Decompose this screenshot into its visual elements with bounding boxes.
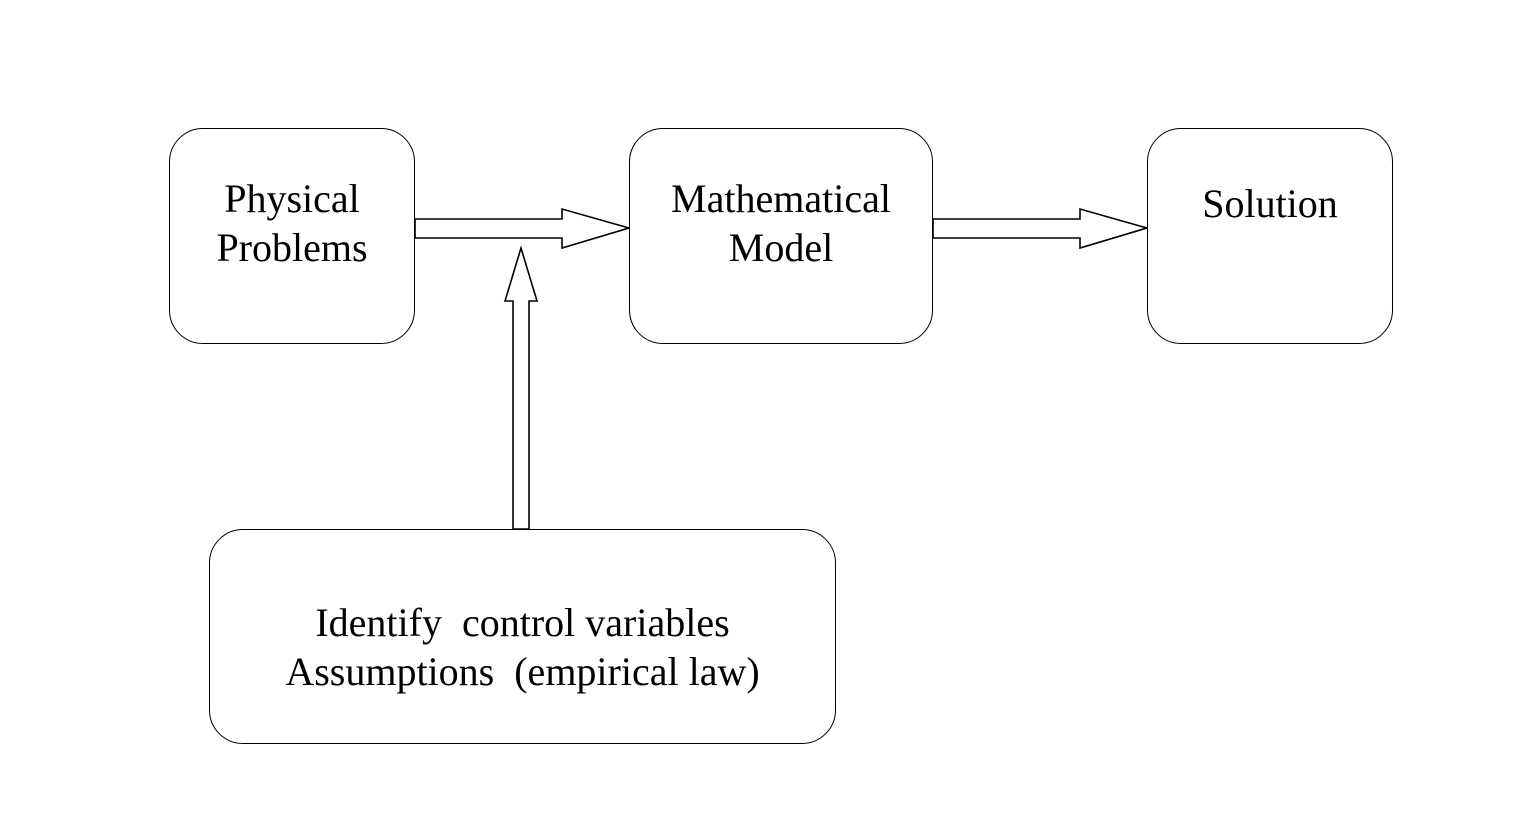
arrow-assumptions-up <box>503 245 539 530</box>
node-label-line: Model <box>728 225 834 270</box>
node-assumptions: Identify control variables Assumptions (… <box>209 529 836 744</box>
node-solution: Solution <box>1147 128 1393 344</box>
node-label-line: Problems <box>216 225 368 270</box>
node-physical-problems: Physical Problems <box>169 128 415 344</box>
node-label-line: Physical <box>224 176 360 221</box>
node-label-line: Assumptions (empirical law) <box>285 648 760 694</box>
arrow-physical-to-model <box>414 207 632 250</box>
node-label-line: Solution <box>1202 180 1338 226</box>
node-label-line: Identify control variables <box>315 599 730 645</box>
node-mathematical-model: Mathematical Model <box>629 128 933 344</box>
node-label-line: Mathematical <box>671 176 891 221</box>
arrow-model-to-solution <box>932 207 1150 250</box>
